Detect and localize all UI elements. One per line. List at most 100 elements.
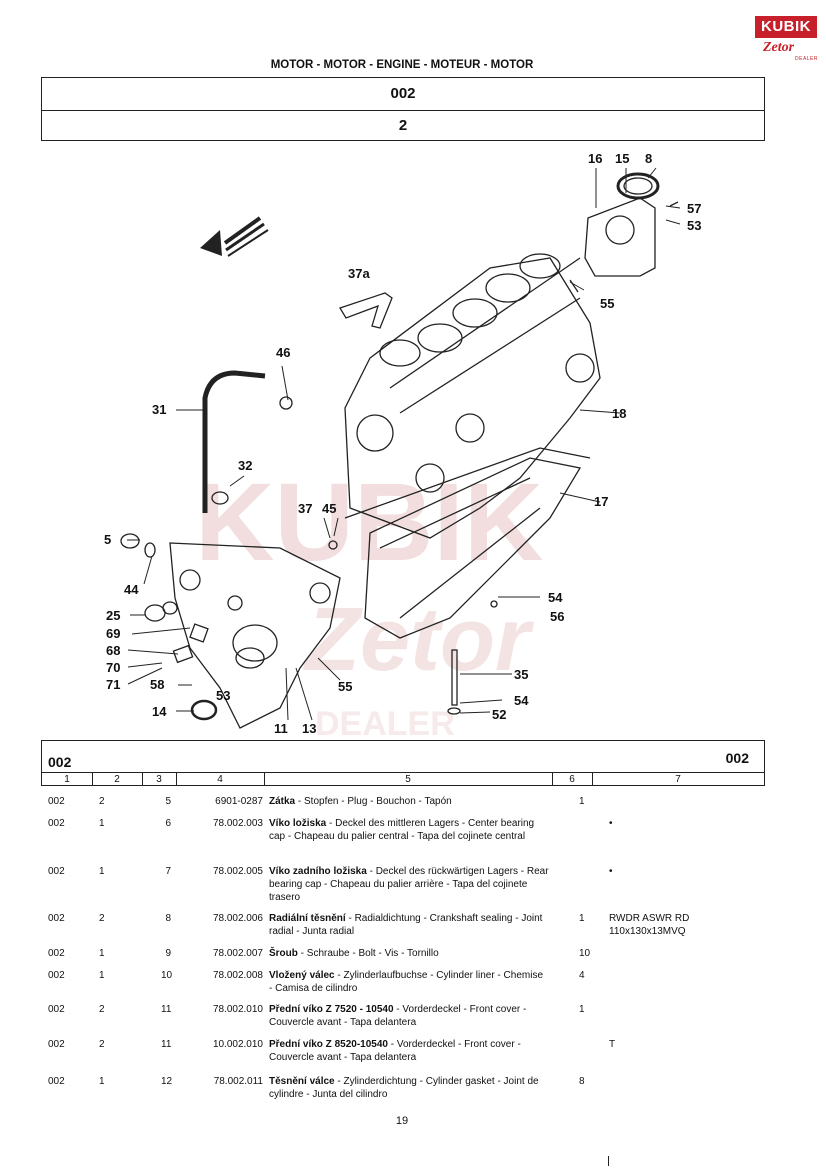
row-quantity: 8 [579,1076,585,1087]
row-part-number: 78.002.011 [213,1076,263,1087]
row-part-number: 78.002.008 [212,970,263,981]
table-code-left: 002 [48,754,72,770]
row-translations: - Radialdichtung - Crankshaft sealing - … [269,913,543,937]
row-description: Víko ložiska - Deckel des mittleren Lage… [269,817,549,843]
stud-drawing [451,649,458,706]
callout-69: 69 [106,626,120,641]
row-section: 002 [48,796,65,807]
row-col2: 2 [99,796,105,807]
callout-14: 14 [152,704,167,719]
row-section: 002 [48,1039,65,1050]
watermark-brand: KUBIK [195,461,543,584]
column-header-5: 5 [264,773,553,786]
row-quantity: 1 [579,1004,585,1015]
row-description: Těsnění válce - Zylinderdichtung - Cylin… [269,1075,549,1101]
logo-kubik: KUBIK [755,16,817,38]
row-description: Přední víko Z 8520-10540 - Vorderdeckel … [269,1038,549,1064]
callout-31: 31 [152,402,166,417]
row-description: Vložený válec - Zylinderlaufbuchse - Cyl… [269,969,549,995]
row-section: 002 [48,866,65,877]
scan-mark [608,1156,609,1166]
column-header-7: 7 [675,774,681,785]
callout-37: 37 [298,501,312,516]
section-code: 002 [42,78,764,111]
column-header-6: 6 [552,773,593,786]
section-number: 2 [398,117,408,134]
column-header-3: 3 [142,773,177,786]
row-translations: - Vorderdeckel - Front cover - Couvercle… [269,1004,527,1028]
row-translations: - Schraube - Bolt - Vis - Tornillo [297,948,439,959]
cap-drawing [144,604,166,622]
callout-70: 70 [106,660,120,675]
direction-arrow-icon [200,216,269,257]
row-quantity: 1 [579,796,585,807]
callout-57: 57 [687,201,701,216]
row-position: 9 [165,948,171,959]
row-note: T [609,1039,616,1050]
column-header-1: 1 [42,773,93,786]
row-section: 002 [48,818,65,829]
callout-15: 15 [615,151,629,166]
row-translations: - Vorderdeckel - Front cover - Couvercle… [269,1039,521,1063]
kubik-zetor-logo: KUBIK Zetor DEALER [755,12,819,64]
row-description: Šroub - Schraube - Bolt - Vis - Tornillo [269,947,549,960]
row-name: Těsnění válce [269,1076,335,1087]
row-part-number: 78.002.010 [212,1004,263,1015]
row-translations: - Zylinderlaufbuchse - Cylinder liner - … [269,970,544,994]
row-position: 11 [161,1004,172,1015]
column-header-2: 2 [92,773,143,786]
row-section: 002 [48,948,65,959]
row-name: Víko zadního ložiska [269,866,367,877]
row-note: • [609,866,613,877]
callout-37a: 37a [348,266,370,281]
row-col2: 1 [99,970,105,981]
plug-drawing [120,533,140,549]
front-cover-drawing [169,542,341,729]
row-position: 7 [165,866,171,877]
row-col2: 2 [99,1039,105,1050]
row-section: 002 [48,913,65,924]
row-col2: 2 [99,913,105,924]
row-position: 10 [161,970,173,981]
callout-25: 25 [106,608,120,623]
row-name: Vložený válec [269,970,335,981]
row-quantity: 1 [579,913,585,924]
row-col2: 1 [99,948,105,959]
logo-zetor: Zetor [763,40,795,55]
leader-lines [127,167,681,721]
callout-35: 35 [514,667,528,682]
oring-drawing [144,542,156,558]
row-translations: - Stopfen - Plug - Bouchon - Tapón [295,796,452,807]
callout-45: 45 [322,501,336,516]
row-name: Přední víko Z 7520 - 10540 [269,1004,394,1015]
row-position: 8 [165,913,171,924]
row-part-number: 6901-0287 [215,796,263,807]
row-quantity: 10 [579,948,591,959]
callout-11: 11 [274,721,288,736]
row-section: 002 [48,970,65,981]
callout-55: 55 [600,296,614,311]
row-name: Radiální těsnění [269,913,346,924]
row-col2: 1 [99,1076,105,1087]
callout-17: 17 [594,494,608,509]
engine-block-drawing [344,253,601,539]
callout-18: 18 [612,406,626,421]
section-header: 002 2 [41,77,765,141]
row-position: 6 [165,818,171,829]
logo-dealer: DEALER [795,56,819,62]
row-description: Radiální těsnění - Radialdichtung - Cran… [269,912,549,938]
callout-52: 52 [492,707,506,722]
callout-13: 13 [302,721,316,736]
row-col2: 1 [99,818,105,829]
row-description: Zátka - Stopfen - Plug - Bouchon - Tapón [269,795,549,808]
row-position: 12 [161,1076,173,1087]
row-part-number: 78.002.007 [212,948,263,959]
callout-16: 16 [588,151,602,166]
row-description: Přední víko Z 7520 - 10540 - Vorderdecke… [269,1003,549,1029]
callout-53b: 53 [216,688,230,703]
row-translations: - Deckel des rückwärtigen Lagers - Rear … [269,866,549,903]
row-note: • [609,818,613,829]
row-col2: 2 [99,1004,105,1015]
row-position: 11 [161,1039,172,1050]
callout-53: 53 [687,218,701,233]
